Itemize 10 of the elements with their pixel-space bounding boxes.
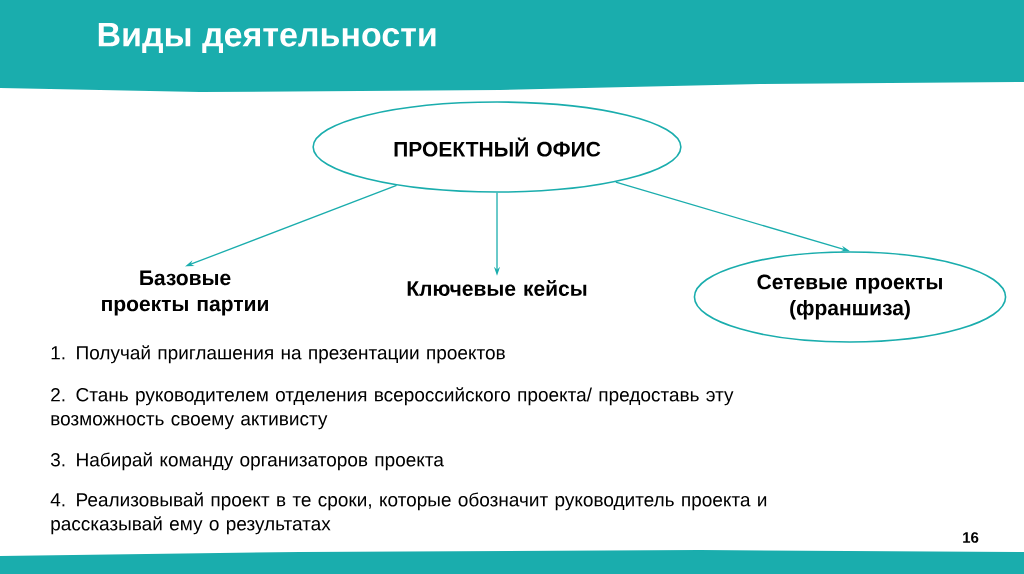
ellipse-node: Сетевые проекты (франшиза) [693,251,1007,343]
node-text: Базовые проекты партии [102,270,268,316]
list-item: 1. Получай приглашения на презентации проектов [51,345,505,364]
node-text: Ключевые кейсы [407,280,587,296]
page-number: 16 [963,532,979,543]
list-item: 3. Набирай команду организаторов проекта [50,452,444,471]
ellipse-node: ПРОЕКТНЫЙ ОФИС [312,101,682,193]
list-item: 4. Реализовывай проект в те сроки, которые обозначит руководитель проекта и рассказывай ему о результатах [50,492,767,535]
slide-title: Виды деятельности [98,22,436,54]
list-item: 2. Стань руководителем отделения всероссийского проекта/ предоставь эту возможность своему активисту [51,387,734,430]
